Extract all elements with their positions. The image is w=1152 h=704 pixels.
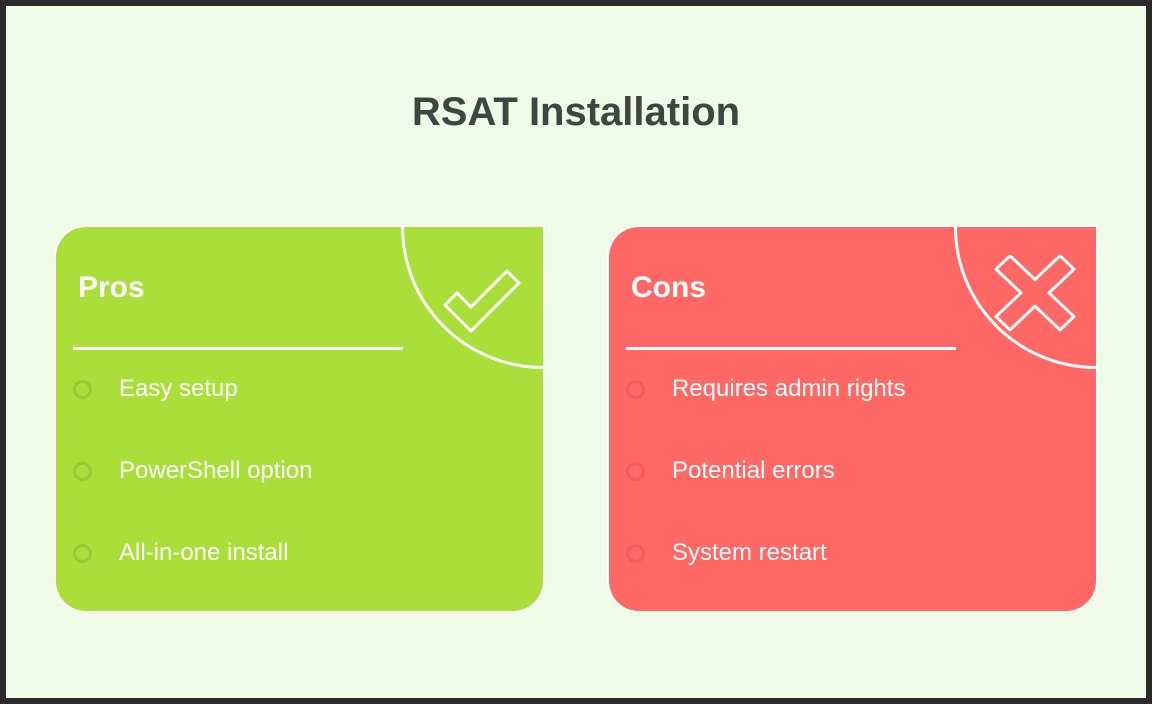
- cons-heading: Cons: [631, 271, 706, 304]
- item-label: Requires admin rights: [672, 375, 906, 402]
- item-label: System restart: [672, 539, 827, 566]
- pros-heading: Pros: [78, 271, 145, 304]
- checkmark-icon: [443, 269, 521, 333]
- item-label: PowerShell option: [119, 457, 313, 484]
- bullet-icon: [73, 379, 92, 399]
- cons-card: Cons Requires admin rights Potential err…: [609, 227, 1096, 611]
- list-item: System restart: [626, 539, 827, 567]
- bullet-icon: [626, 379, 645, 399]
- pros-card: Pros Easy setup PowerShell option All-in…: [56, 227, 543, 611]
- divider: [73, 347, 403, 350]
- item-label: Easy setup: [119, 375, 238, 402]
- bullet-icon: [626, 543, 645, 563]
- item-label: All-in-one install: [119, 539, 289, 566]
- bullet-icon: [626, 461, 645, 481]
- page-title: RSAT Installation: [411, 90, 741, 134]
- list-item: Requires admin rights: [626, 375, 905, 403]
- bullet-icon: [73, 543, 92, 563]
- divider: [626, 347, 956, 350]
- list-item: Potential errors: [626, 457, 835, 485]
- item-label: Potential errors: [672, 457, 835, 484]
- bullet-icon: [73, 461, 92, 481]
- list-item: Easy setup: [73, 375, 238, 403]
- list-item: All-in-one install: [73, 539, 288, 567]
- list-item: PowerShell option: [73, 457, 312, 485]
- x-mark-icon: [994, 255, 1076, 332]
